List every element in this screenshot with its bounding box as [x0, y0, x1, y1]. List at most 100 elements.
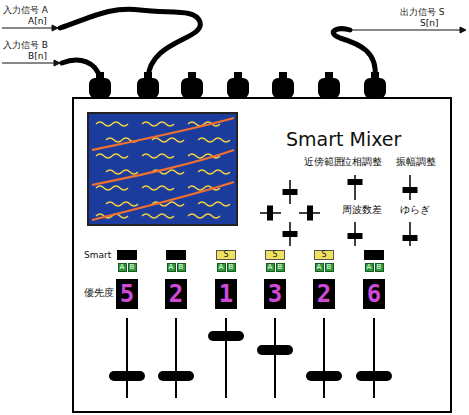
fader-knob	[356, 371, 392, 381]
slider-knob	[268, 206, 273, 220]
input-select-button-text: A	[317, 264, 322, 271]
fader-track	[373, 318, 375, 398]
jack	[272, 78, 294, 98]
slider-knob	[283, 232, 297, 237]
fader-knob	[208, 331, 244, 341]
priority-display: 3	[264, 279, 286, 309]
smart-indicator: S	[314, 250, 334, 260]
slider-track	[354, 175, 356, 200]
slider-knob	[348, 180, 362, 185]
waveform	[198, 138, 230, 142]
input-select-button: B	[276, 263, 285, 272]
jack	[227, 78, 249, 98]
input-select-button-text: A	[268, 264, 273, 271]
control-label: 振幅調整	[396, 157, 436, 167]
fader-knob	[306, 371, 342, 381]
jack	[89, 78, 111, 98]
fader-knob	[158, 371, 194, 381]
jack-neck	[96, 72, 104, 80]
priority-display: 5	[116, 279, 138, 309]
jack-neck	[279, 72, 287, 80]
slider-knob	[283, 190, 297, 195]
fader-track	[175, 318, 177, 398]
input-select-button-text: B	[377, 264, 382, 271]
control-sliders	[260, 175, 417, 246]
smart-indicator-text: S	[321, 251, 326, 259]
channel-strip	[109, 250, 392, 398]
waveform	[142, 186, 174, 190]
jack-neck	[188, 72, 196, 80]
smart-indicator	[166, 250, 186, 260]
input-select-button-text: B	[278, 264, 283, 271]
smart-indicator-text: S	[272, 251, 277, 259]
waveform	[96, 122, 128, 126]
slider-track	[409, 222, 411, 246]
waveform	[198, 170, 230, 174]
jack	[364, 78, 386, 98]
fader-track	[323, 318, 325, 398]
waveform	[96, 154, 128, 158]
input-select-button: A	[118, 263, 127, 272]
cables	[60, 9, 375, 78]
waveform	[188, 214, 220, 218]
priority-display: 6	[363, 279, 385, 309]
mixer-housing	[73, 98, 451, 412]
input-select-button-text: B	[179, 264, 184, 271]
jack	[181, 78, 203, 98]
trend-lines	[92, 118, 234, 220]
input-select-button: A	[167, 263, 176, 272]
signal-name: S[n]	[420, 19, 438, 28]
input-select-button-text: B	[130, 264, 135, 271]
input-select-button: B	[227, 263, 236, 272]
waveform	[142, 214, 174, 218]
jack	[318, 78, 340, 98]
slider-knob	[308, 206, 313, 220]
priority-display: 2	[165, 279, 187, 309]
waveform	[152, 138, 184, 142]
jack-row	[89, 72, 386, 98]
display-screen	[88, 113, 237, 225]
jack-neck	[144, 72, 152, 80]
jack-neck	[371, 72, 379, 80]
control-label: 位相調整	[342, 157, 382, 167]
input-select-button-text: A	[120, 264, 125, 271]
slider-knob	[403, 188, 417, 193]
jack-neck	[234, 72, 242, 80]
priority-display: 1	[215, 279, 237, 309]
slider-knob	[348, 234, 362, 239]
priority-display-text: 6	[367, 282, 381, 306]
smart-indicator: S	[216, 250, 236, 260]
device-name: Smart Mixer	[286, 130, 401, 149]
priority-display-text: 5	[120, 282, 134, 306]
priority-display-text: 2	[317, 282, 331, 306]
smart-indicator: S	[265, 250, 285, 260]
smart-indicator	[117, 250, 137, 260]
jack-neck	[325, 72, 333, 80]
input-select-button: B	[128, 263, 137, 272]
input-select-button-text: A	[367, 264, 372, 271]
input-select-button-text: B	[229, 264, 234, 271]
input-select-button-text: A	[219, 264, 224, 271]
signal-name: 出力信号 S	[400, 8, 445, 17]
waveform	[96, 186, 128, 190]
signal-name: 入力信号 A	[3, 6, 48, 15]
waveform	[106, 170, 138, 174]
smart-indicator	[364, 250, 384, 260]
signal-name: A[n]	[28, 17, 47, 26]
input-select-button-text: A	[169, 264, 174, 271]
input-select-button: B	[177, 263, 186, 272]
priority-display-text: 3	[268, 282, 282, 306]
input-select-button: A	[315, 263, 324, 272]
waveform	[142, 122, 174, 126]
waveform	[106, 202, 138, 206]
input-select-button-text: B	[327, 264, 332, 271]
input-select-button: B	[375, 263, 384, 272]
control-label: Smart	[84, 251, 111, 260]
fader-track	[126, 318, 128, 398]
control-label: 近傍範囲	[304, 157, 344, 167]
priority-display: 2	[313, 279, 335, 309]
input-select-button: A	[365, 263, 374, 272]
control-label: 周波数差	[342, 205, 382, 215]
